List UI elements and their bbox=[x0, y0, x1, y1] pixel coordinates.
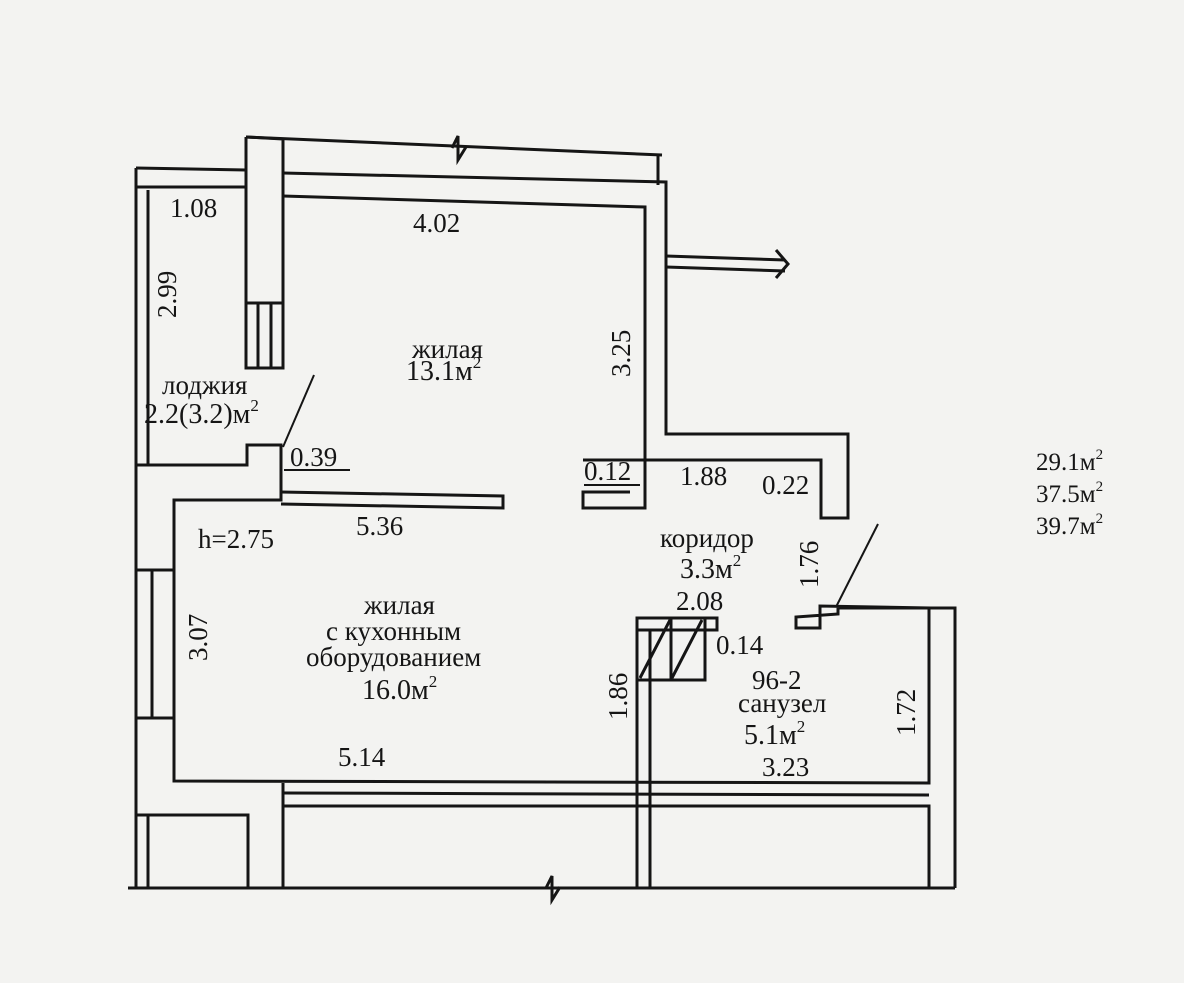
dim-0-22: 0.22 bbox=[762, 470, 809, 500]
dim-1-72: 1.72 bbox=[891, 689, 921, 736]
ceiling-height: h=2.75 bbox=[198, 524, 274, 554]
living1-name: жилая bbox=[411, 334, 483, 364]
dimension-labels: 1.08 4.02 2.99 3.25 0.39 0.12 1.88 0.22 … bbox=[152, 193, 921, 782]
dim-2-08: 2.08 bbox=[676, 586, 723, 616]
dim-0-12: 0.12 bbox=[584, 456, 631, 486]
dim-5-36: 5.36 bbox=[356, 511, 403, 541]
living2-line2: с кухонным bbox=[326, 616, 461, 646]
dim-1-86: 1.86 bbox=[603, 673, 633, 720]
door-entrance-line bbox=[835, 523, 879, 608]
corridor-area: 3.3м2 bbox=[680, 551, 741, 585]
dim-1-88: 1.88 bbox=[680, 461, 727, 491]
room-labels: жилая 13.1м2 лоджия 2.2(3.2)м2 жилая с к… bbox=[144, 334, 826, 751]
dim-0-39: 0.39 bbox=[290, 442, 337, 472]
column-window bbox=[244, 303, 285, 370]
bathroom-code: 96-2 bbox=[752, 665, 802, 695]
left-lower-wall bbox=[136, 604, 957, 888]
bathroom-name: санузел bbox=[738, 688, 826, 718]
dim-3-07: 3.07 bbox=[183, 614, 213, 661]
corridor-name: коридор bbox=[660, 523, 754, 553]
dim-2-99: 2.99 bbox=[152, 271, 182, 318]
loggia-area: 2.2(3.2)м2 bbox=[144, 396, 259, 430]
dim-1-76: 1.76 bbox=[794, 541, 824, 588]
area-totals: 29.1м2 37.5м2 39.7м2 bbox=[1036, 447, 1103, 540]
living2-area: 16.0м2 bbox=[362, 672, 437, 706]
top-break-mark bbox=[450, 135, 468, 166]
dim-0-14: 0.14 bbox=[716, 630, 764, 660]
bathroom-area: 5.1м2 bbox=[744, 717, 805, 751]
top-wall-right-outer bbox=[282, 171, 850, 520]
right-exterior-line1 bbox=[665, 254, 786, 262]
living1-area: 13.1м2 bbox=[406, 353, 481, 387]
dim-4-02: 4.02 bbox=[413, 208, 460, 238]
dim-5-14: 5.14 bbox=[338, 742, 386, 772]
total-area-1: 29.1м2 bbox=[1036, 447, 1103, 476]
bottom-band-line bbox=[282, 791, 930, 797]
loggia-name: лоджия bbox=[162, 370, 247, 400]
corridor-stub bbox=[581, 458, 647, 510]
dim-1-08: 1.08 bbox=[170, 193, 217, 223]
living2-line3: оборудованием bbox=[306, 642, 481, 672]
living-partition bbox=[280, 490, 505, 510]
vent-diag1 bbox=[638, 619, 672, 679]
total-area-3: 39.7м2 bbox=[1036, 511, 1103, 540]
right-break-mark bbox=[774, 249, 790, 279]
dim-3-25: 3.25 bbox=[606, 330, 636, 377]
door-loggia-line bbox=[282, 374, 315, 448]
column-upper bbox=[244, 135, 285, 305]
top-wall-outer-line bbox=[135, 166, 247, 172]
right-exterior-line2 bbox=[665, 265, 786, 273]
bottom-break-mark bbox=[544, 875, 562, 906]
loggia-bottom-wall bbox=[134, 443, 283, 572]
total-area-2: 37.5м2 bbox=[1036, 479, 1103, 508]
vent-diag2 bbox=[670, 619, 704, 679]
living2-line1: жилая bbox=[363, 590, 435, 620]
walls bbox=[128, 135, 957, 906]
bottom-band-inner bbox=[283, 804, 931, 888]
dim-3-23: 3.23 bbox=[762, 752, 809, 782]
door-marks bbox=[282, 374, 879, 608]
bottom-left-block bbox=[134, 718, 250, 888]
